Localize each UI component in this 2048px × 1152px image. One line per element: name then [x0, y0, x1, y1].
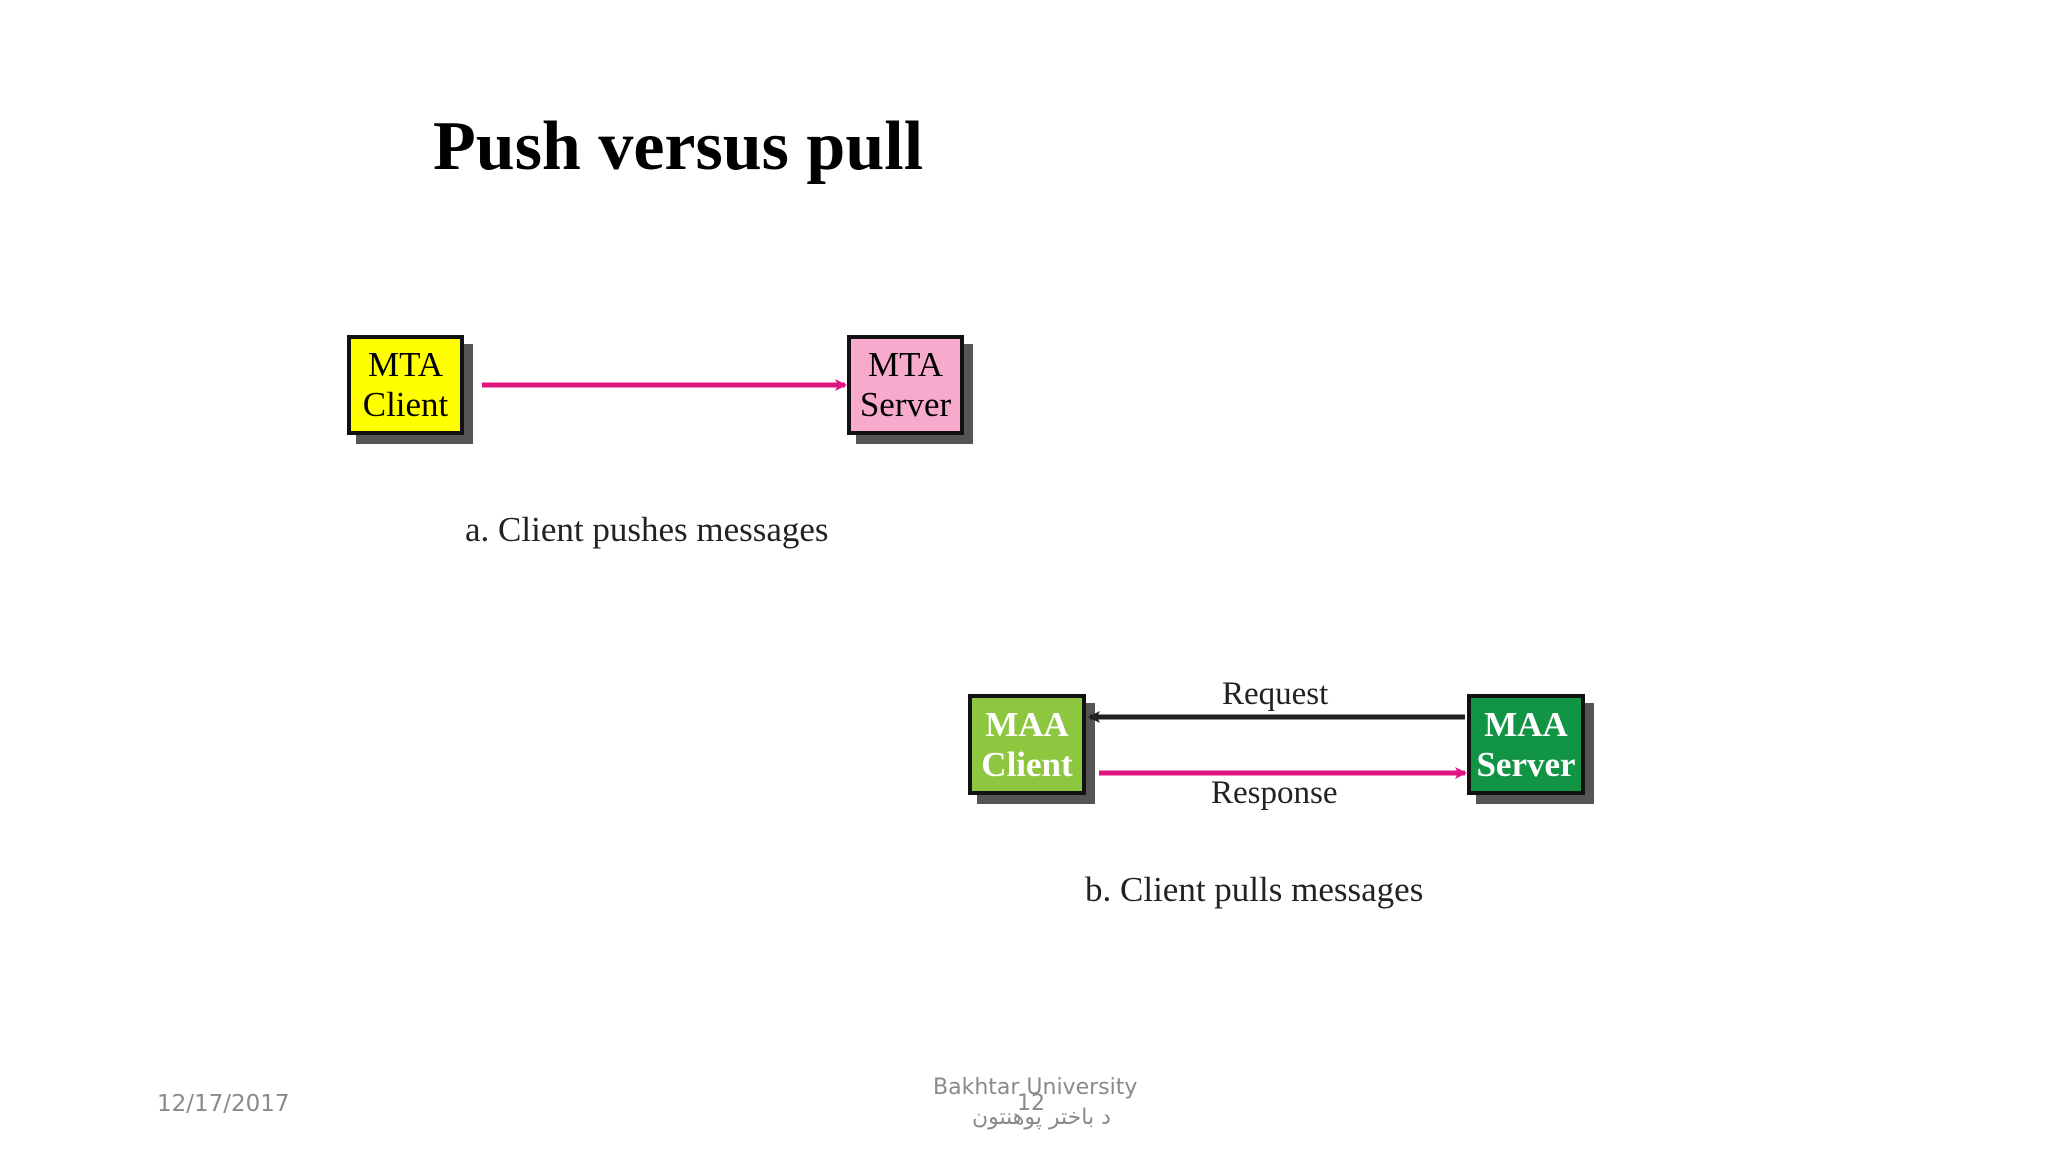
maa-client-box: MAA Client: [968, 694, 1086, 795]
mta-server-label-line1: MTA: [868, 345, 943, 384]
footer-date: 12/17/2017: [157, 1091, 290, 1117]
mta-client-box: MTA Client: [347, 335, 464, 435]
response-label: Response: [1211, 775, 1338, 811]
footer-page-number: 12: [1017, 1091, 1045, 1116]
maa-server-label-line2: Server: [1476, 744, 1576, 784]
maa-server-label-line1: MAA: [1484, 704, 1568, 744]
mta-server-box: MTA Server: [847, 335, 964, 435]
mta-server-label-line2: Server: [859, 385, 952, 424]
maa-client-label-line1: MAA: [985, 704, 1069, 744]
caption-pull: b. Client pulls messages: [1085, 870, 1424, 909]
mta-client-label-line1: MTA: [368, 345, 443, 384]
footer-university-en: Bakhtar University: [933, 1075, 1138, 1100]
maa-client-label-line2: Client: [981, 744, 1073, 784]
slide-title: Push versus pull: [433, 108, 924, 185]
footer-university-ps: د باختر پوهنتون: [972, 1105, 1111, 1130]
caption-push: a. Client pushes messages: [465, 510, 829, 549]
request-label: Request: [1222, 676, 1329, 712]
mta-client-label-line2: Client: [362, 385, 449, 424]
maa-server-box: MAA Server: [1467, 694, 1585, 795]
